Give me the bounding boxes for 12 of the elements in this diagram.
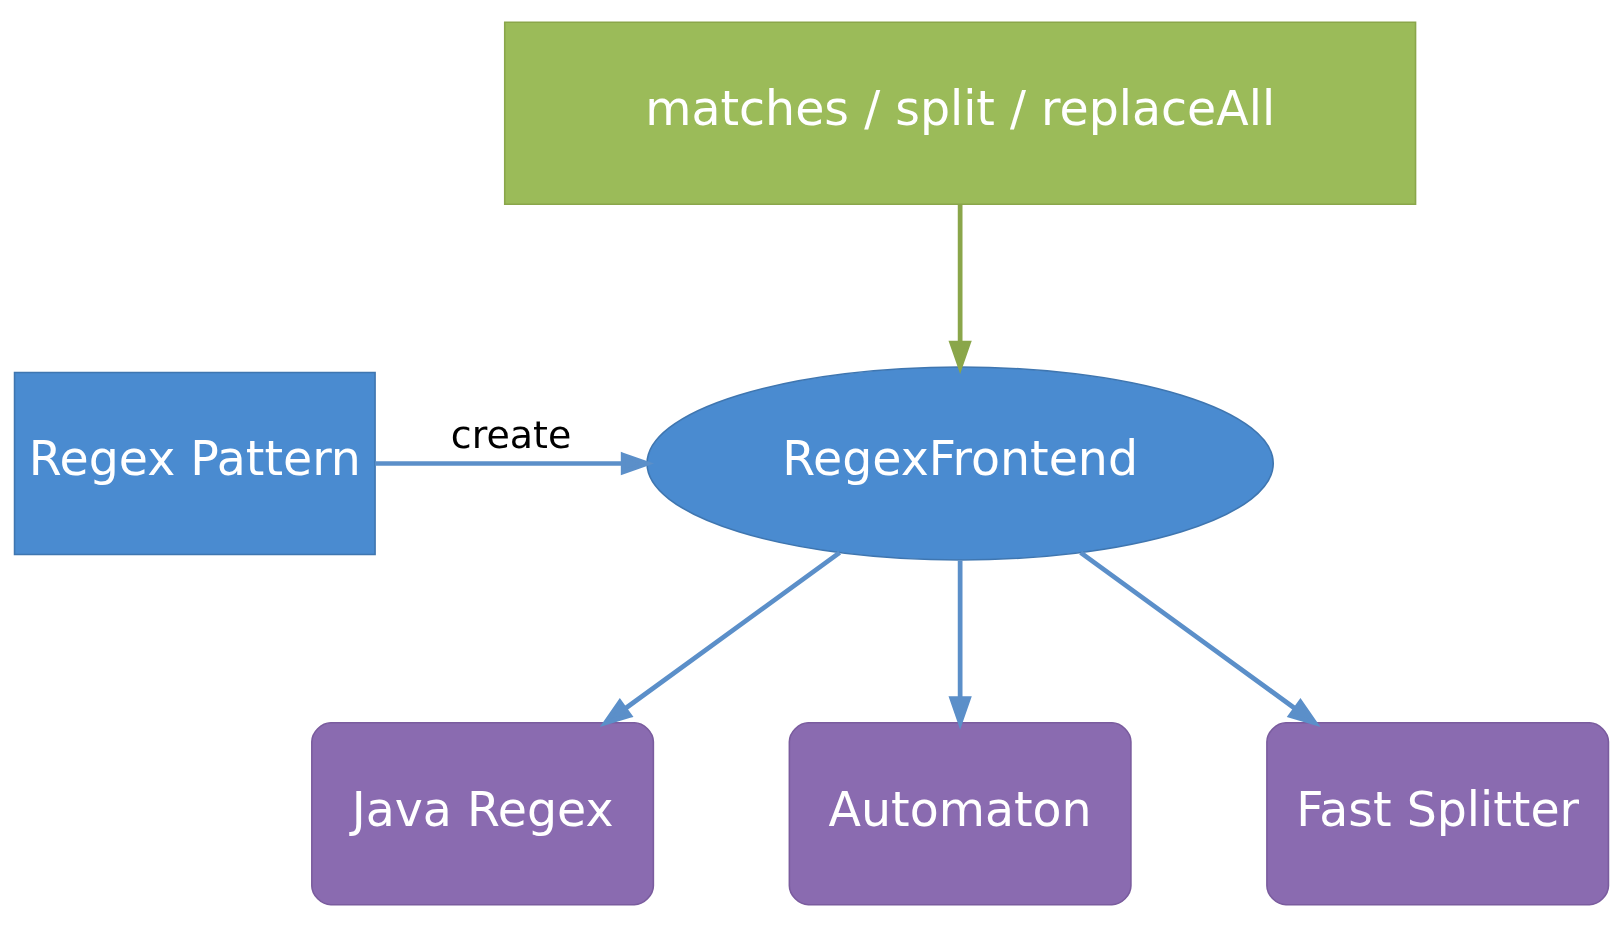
node-ellipse: RegexFrontend — [646, 365, 1274, 561]
node-box: Regex Pattern — [13, 371, 376, 555]
node-box: Fast Splitter — [1266, 721, 1610, 905]
edge-label: create — [450, 412, 572, 457]
arrow — [948, 203, 972, 374]
node-box: Java Regex — [311, 721, 655, 905]
arrow — [599, 550, 842, 727]
arrow — [375, 451, 655, 475]
node-box: Automaton — [788, 721, 1132, 905]
arrow — [948, 559, 972, 730]
node-box: matches / split / replaceAll — [503, 21, 1417, 205]
arrow — [1079, 550, 1321, 727]
